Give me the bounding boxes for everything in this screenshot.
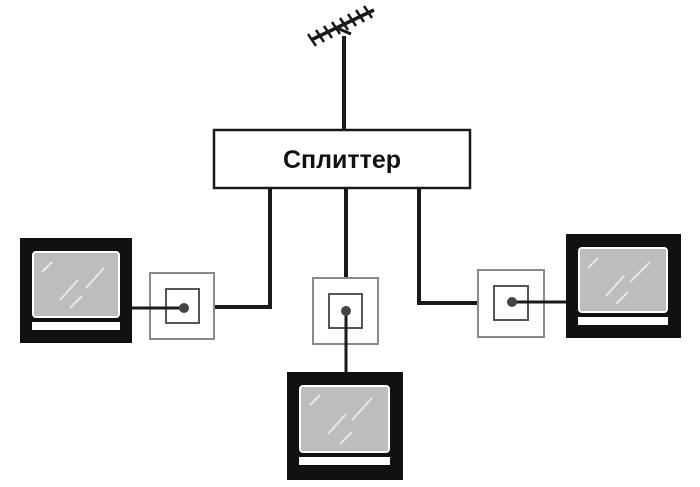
cable-left: [214, 188, 272, 309]
tv-right: [566, 234, 681, 338]
socket-left: [149, 272, 215, 340]
cable-lines: [214, 188, 478, 309]
tv-left-reflection: [41, 261, 105, 309]
socket-plugs: [179, 297, 517, 316]
tv-icon: [287, 372, 403, 480]
tv-center-reflection: [309, 394, 373, 445]
tv-right-reflection: [587, 257, 651, 305]
tv-left: [20, 238, 132, 343]
tv-cords: [132, 300, 566, 372]
splitter-box: Сплиттер: [212, 128, 472, 190]
tv-icon: [20, 238, 132, 343]
tv-center: [287, 372, 403, 480]
cable-right: [417, 188, 478, 305]
splitter-label: Сплиттер: [283, 146, 401, 174]
antenna-icon: [306, 5, 375, 130]
tv-icon: [566, 234, 681, 338]
